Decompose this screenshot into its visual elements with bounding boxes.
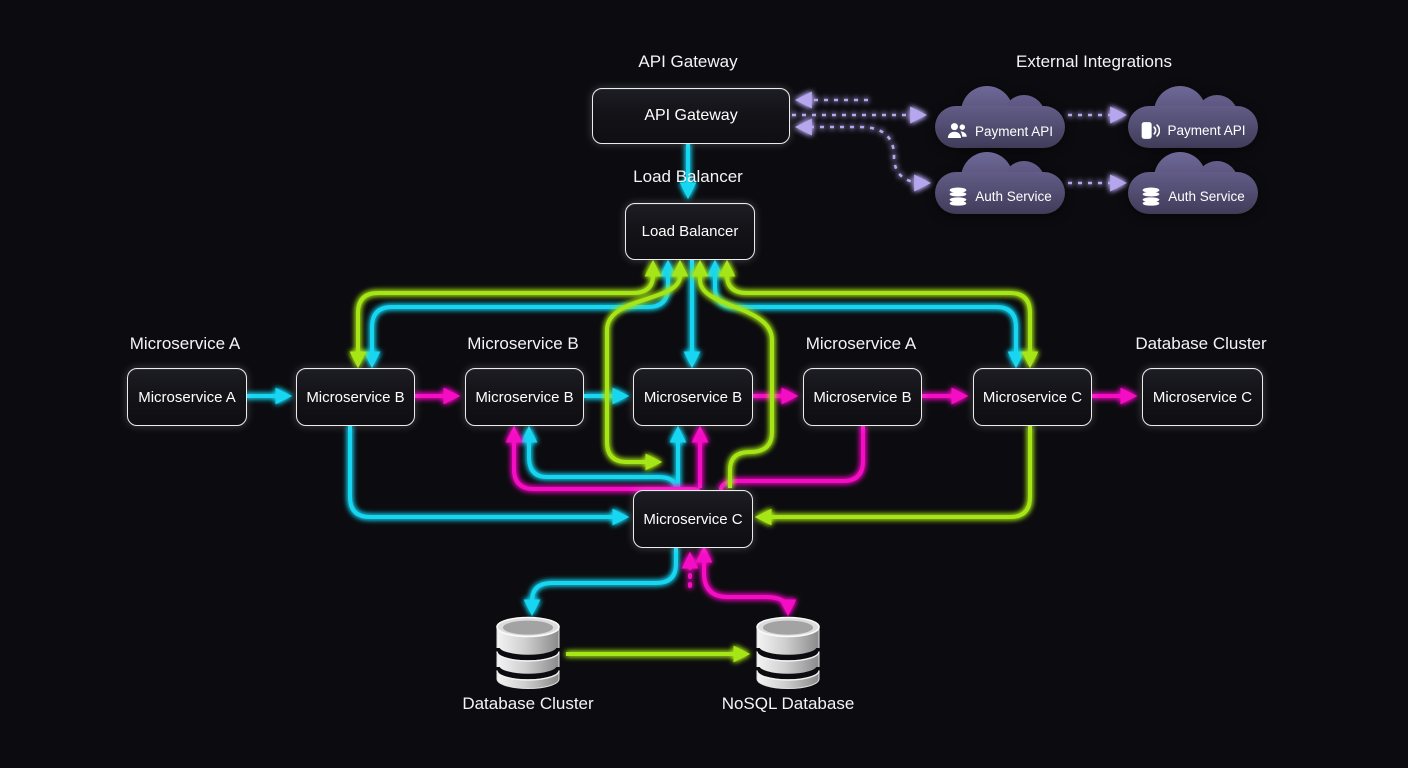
users-icon — [947, 123, 967, 138]
cloud-payment-api-2: Payment API — [1128, 86, 1258, 150]
microservice-a-node: Microservice A — [127, 368, 247, 426]
load-balancer-node: Load Balancer — [625, 203, 755, 260]
edge-hub-to-lb-right — [691, 259, 774, 488]
cloud-auth-service-2: Auth Service — [1128, 152, 1258, 216]
database-icon — [1142, 187, 1160, 206]
nosql-database-cylinder-icon — [756, 616, 820, 689]
edge-box6-to-hub — [754, 426, 1032, 526]
edge-box2-to-hub — [348, 426, 630, 526]
row-title-5: Microservice A — [805, 334, 917, 353]
edge-lb-to-hub-left — [605, 259, 689, 471]
lime-edges — [349, 259, 1039, 663]
row-title-1: Microservice A — [129, 334, 241, 353]
database-cluster-cylinder-icon — [496, 616, 560, 689]
microservice-b1-node: Microservice B — [296, 368, 415, 426]
row-title-7: Database Cluster — [1135, 334, 1267, 353]
database-icon — [949, 187, 967, 206]
microservice-c-hub-node: Microservice C — [633, 490, 753, 548]
cloud-auth-service-1: Auth Service — [935, 152, 1065, 216]
magenta-edges — [414, 387, 1138, 617]
edge-hub-to-box3-cyan — [520, 425, 678, 490]
edge-gateway-cloud3 — [794, 118, 932, 192]
edge-lb-box6-lime — [718, 259, 1039, 369]
microservice-c1-node: Microservice C — [973, 368, 1092, 426]
nosql-database-label: NoSQL Database — [721, 694, 855, 713]
edge-box5-to-hub — [719, 426, 865, 491]
database-cluster-label: Database Cluster — [462, 694, 594, 713]
load-balancer-title: Load Balancer — [633, 167, 743, 186]
contactless-payment-icon — [1142, 122, 1161, 139]
cloud-payment-api-1: Payment API — [935, 86, 1065, 150]
microservice-b4-node: Microservice B — [803, 368, 922, 426]
cloud-label: Auth Service — [975, 189, 1052, 204]
api-gateway-title: API Gateway — [638, 52, 738, 71]
cloud-label: Payment API — [974, 123, 1054, 139]
microservice-c2-node: Microservice C — [1142, 368, 1263, 426]
external-integrations-title: External Integrations — [1016, 52, 1172, 71]
row-title-3: Microservice B — [467, 334, 579, 353]
microservice-b3-node: Microservice B — [633, 368, 753, 426]
external-edges — [792, 91, 1128, 192]
api-gateway-node: API Gateway — [592, 88, 790, 144]
microservice-b2-node: Microservice B — [465, 368, 584, 426]
edge-hub-to-box3-magenta — [505, 425, 700, 492]
edge-hub-nosql — [695, 545, 797, 617]
edge-hub-to-dbcluster — [523, 548, 678, 617]
cloud-label: Auth Service — [1168, 189, 1245, 204]
cloud-label: Payment API — [1167, 123, 1246, 138]
